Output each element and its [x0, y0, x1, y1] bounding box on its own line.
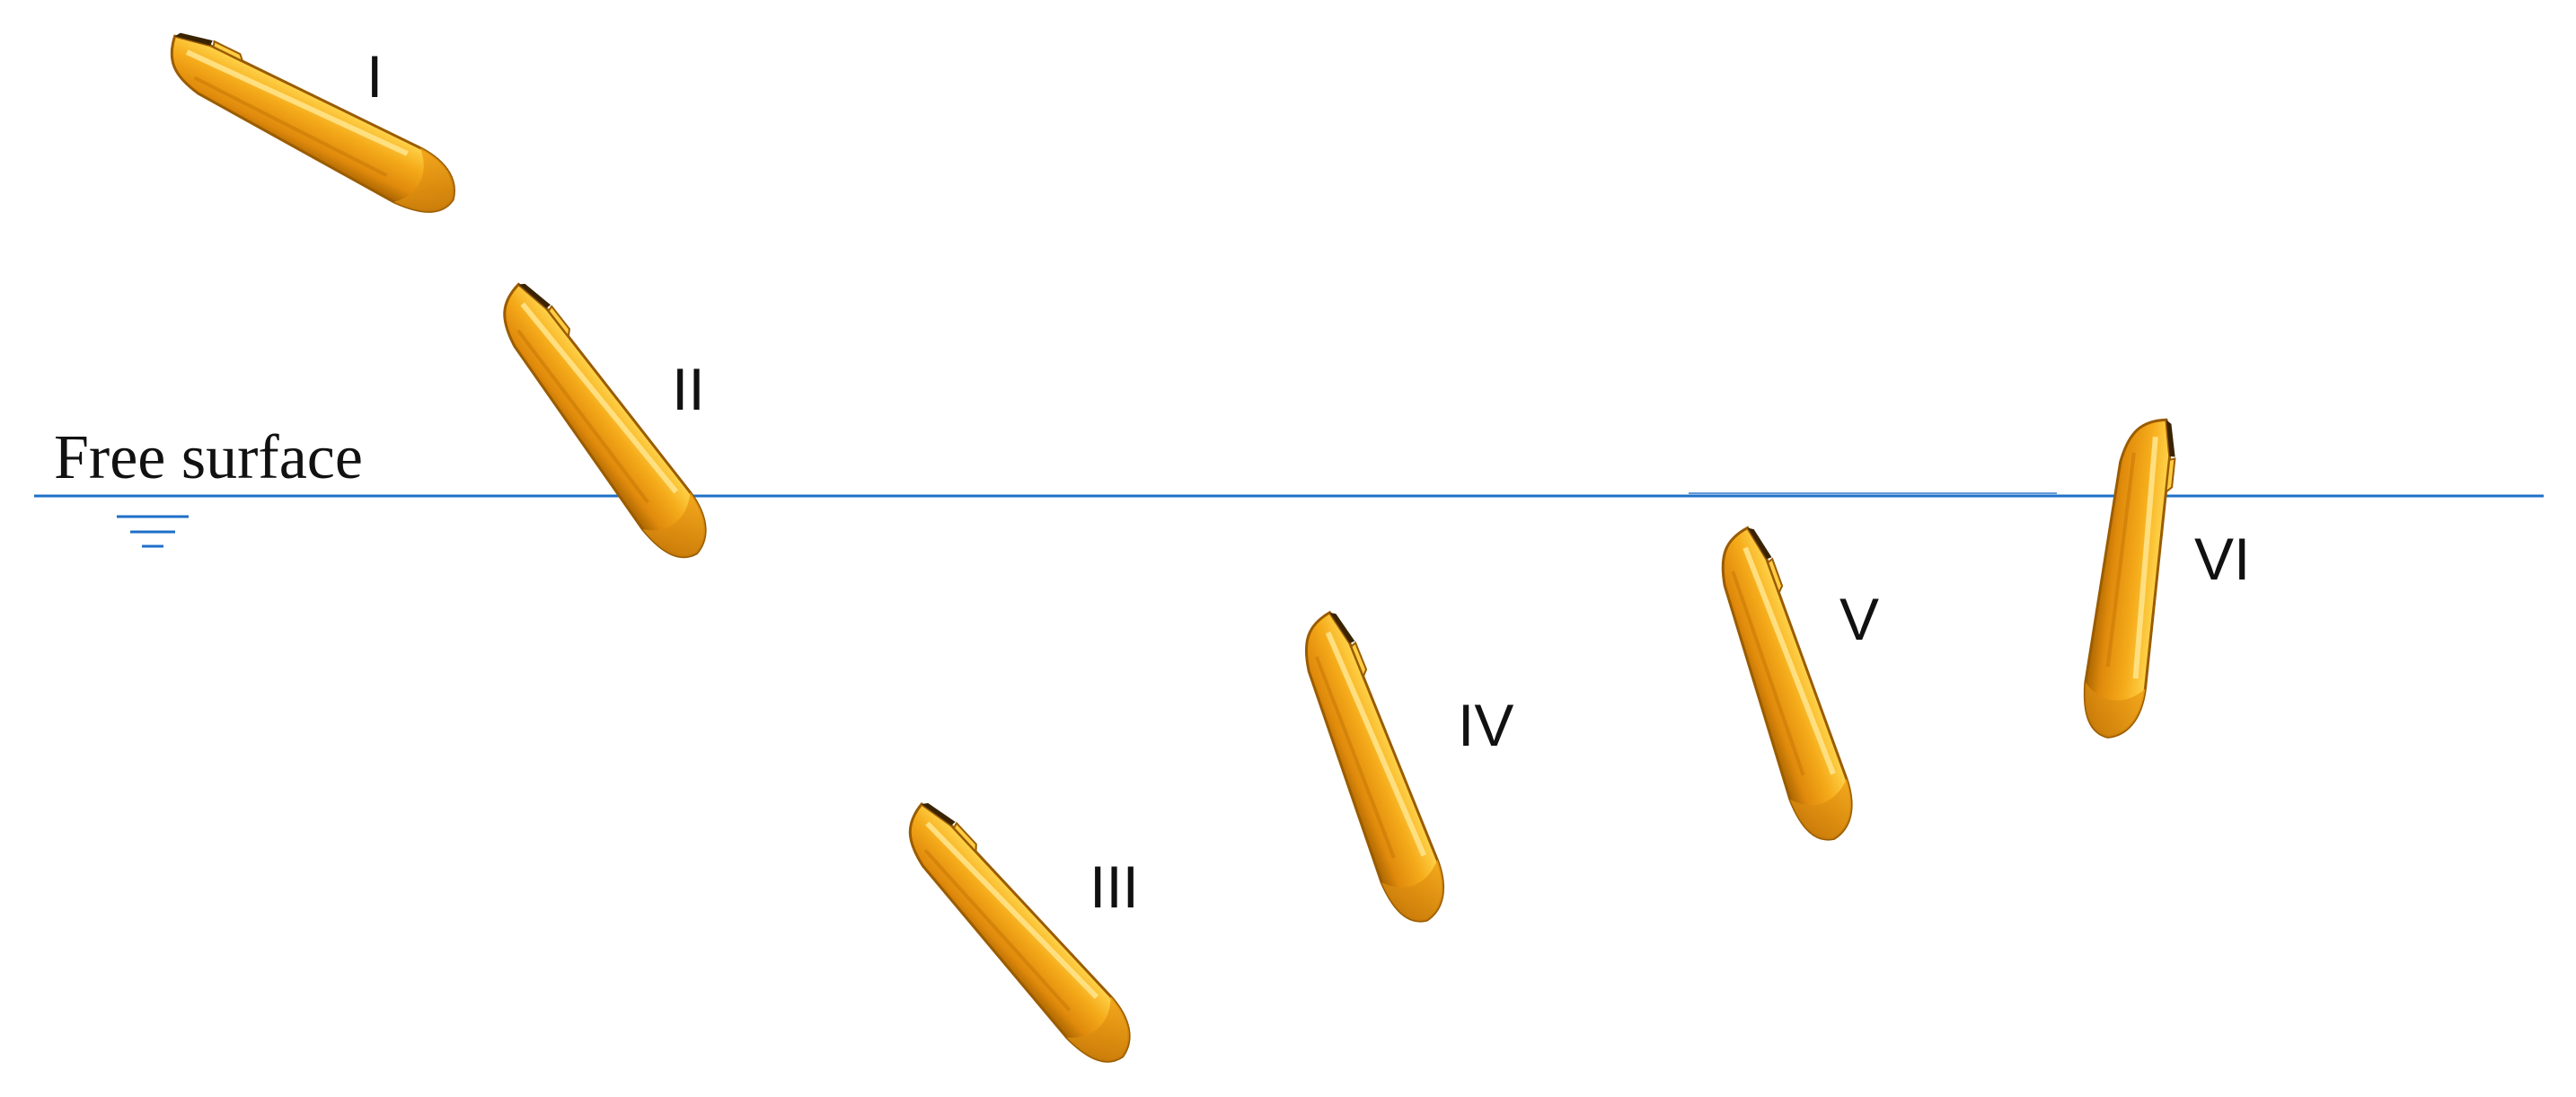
stage-label-5: V	[1839, 586, 1879, 652]
hull-stage-4	[1281, 608, 1462, 931]
stage-label-1: I	[366, 43, 383, 110]
stage-label-2: II	[672, 356, 705, 422]
hull-stage-6	[2080, 414, 2179, 741]
stage-label-6: VI	[2194, 526, 2250, 592]
boat-hull-icon	[2080, 414, 2179, 741]
hull-stage-1	[152, 25, 470, 226]
stage-label-3: III	[1090, 854, 1139, 920]
water-level-icon	[117, 515, 189, 548]
boat-hull-icon	[477, 277, 727, 571]
free-surface-label: Free surface	[54, 423, 363, 492]
stage-label-4: IV	[1458, 692, 1513, 758]
hull-stage-3	[883, 795, 1151, 1075]
hull-stage-5	[1698, 524, 1869, 848]
boat-hull-icon	[883, 795, 1151, 1075]
boat-hull-icon	[1281, 608, 1462, 931]
boat-hull-icon	[152, 25, 470, 226]
free-surface-line	[34, 492, 2544, 498]
hull-stage-2	[477, 277, 727, 571]
boat-hull-icon	[1698, 524, 1869, 848]
